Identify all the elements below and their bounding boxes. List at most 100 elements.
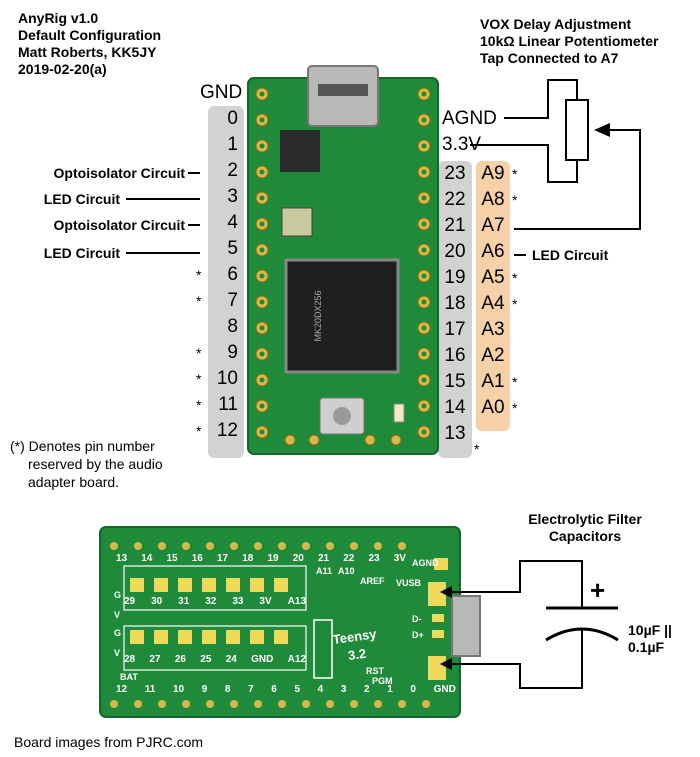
analog-pin: A8 bbox=[481, 189, 505, 210]
misc-label: D+ bbox=[412, 630, 424, 640]
pin-number: 0 bbox=[227, 108, 238, 129]
edge-label: 0 bbox=[410, 684, 416, 695]
capacitor-value: 10µF || 0.1µF bbox=[628, 622, 672, 656]
pin-number: 1 bbox=[227, 134, 238, 155]
pad-label: 29 bbox=[124, 596, 136, 607]
reserved-marker bbox=[196, 158, 208, 184]
onboard-led bbox=[393, 403, 405, 423]
teensy-front-board: MK20DX256 bbox=[247, 65, 439, 455]
edge-label: 1 bbox=[387, 684, 393, 695]
misc-label: G bbox=[114, 590, 122, 600]
edge-label: 12 bbox=[116, 684, 128, 695]
reserved-marker bbox=[196, 236, 208, 262]
reserved-marker: * bbox=[512, 270, 518, 286]
cap-arrow bbox=[440, 586, 452, 598]
reserved-marker: * bbox=[512, 192, 518, 208]
pad-label: 25 bbox=[200, 654, 212, 665]
footnote-line: (*) Denotes pin number bbox=[10, 438, 155, 454]
capacitor-title-line: Electrolytic Filter bbox=[528, 511, 642, 527]
footnote-line: adapter board. bbox=[28, 474, 120, 490]
edge-label: 18 bbox=[242, 553, 254, 564]
capacitor-value-line: 0.1µF bbox=[628, 639, 665, 655]
capacitor-schematic bbox=[450, 560, 619, 689]
analog-pin: A0 bbox=[481, 397, 505, 418]
pad-label: 24 bbox=[225, 654, 237, 665]
pad-label: GND bbox=[251, 654, 274, 665]
pad-label: 28 bbox=[124, 654, 136, 665]
reserved-marker: * bbox=[196, 293, 202, 309]
reserved-marker bbox=[196, 314, 208, 340]
pin-number: 17 bbox=[444, 319, 466, 340]
misc-label: RST bbox=[366, 666, 384, 676]
edge-label: 23 bbox=[368, 553, 380, 564]
analog-pin: A3 bbox=[481, 319, 505, 340]
analog-pin: A6 bbox=[481, 241, 505, 262]
analog-pin-strip bbox=[476, 161, 510, 431]
reserved-marker bbox=[196, 106, 208, 132]
capacitor-title-line: Capacitors bbox=[548, 528, 622, 544]
misc-label: AGND bbox=[412, 558, 439, 568]
edge-label: 16 bbox=[191, 553, 203, 564]
left-star-column: * * * * * * bbox=[196, 106, 208, 444]
reserved-marker: * bbox=[196, 345, 202, 361]
capacitor-value-line: 10µF || bbox=[628, 622, 672, 638]
plus-sign: + bbox=[590, 575, 606, 605]
footnote-line: reserved by the audio bbox=[28, 456, 163, 472]
edge-label: 9 bbox=[201, 684, 208, 695]
reserved-marker bbox=[196, 132, 208, 158]
analog-pin: A1 bbox=[481, 371, 505, 392]
teensy-brand: Teensy 3.2 bbox=[332, 625, 380, 667]
pin-number: 5 bbox=[227, 238, 238, 259]
back-bottom-edge: 12 11 10 9 8 7 6 5 4 3 2 1 0 GND bbox=[116, 684, 456, 695]
edge-label: 14 bbox=[141, 553, 153, 564]
reserved-marker: * bbox=[512, 296, 518, 312]
pin-number: 16 bbox=[444, 345, 466, 366]
left-pin-column: 0 1 2 3 4 5 6 7 8 9 10 11 12 bbox=[208, 106, 244, 444]
edge-label: 3 bbox=[340, 684, 347, 695]
reserved-marker bbox=[196, 184, 208, 210]
pin-number: 2 bbox=[227, 160, 238, 181]
circuit-label-pin5: LED Circuit bbox=[43, 245, 120, 261]
pad-label: 31 bbox=[178, 596, 190, 607]
back-row-bottom: 28 27 26 25 24 GND A12 bbox=[124, 654, 306, 665]
pad-label: 27 bbox=[149, 654, 161, 665]
pad-label: A13 bbox=[287, 596, 306, 607]
vox-line: VOX Delay Adjustment bbox=[480, 16, 632, 32]
pad-label: 33 bbox=[232, 596, 244, 607]
potentiometer-schematic bbox=[470, 79, 641, 230]
3v3-label: 3.3V bbox=[442, 134, 482, 155]
reserved-marker bbox=[512, 213, 524, 239]
pin-number: 7 bbox=[227, 290, 238, 311]
wiper-arrow bbox=[594, 123, 610, 137]
pin-number: 11 bbox=[218, 394, 238, 415]
title-block: AnyRig v1.0 Default Configuration Matt R… bbox=[18, 10, 218, 78]
analog-pin: A4 bbox=[481, 293, 505, 314]
reserved-marker: * bbox=[196, 423, 202, 439]
reserved-marker: * bbox=[512, 374, 518, 390]
usb-connector-back bbox=[451, 595, 481, 657]
reserved-marker: * bbox=[196, 267, 202, 283]
analog-pin: A2 bbox=[481, 345, 505, 366]
edge-label: 8 bbox=[224, 684, 231, 695]
title-line: AnyRig v1.0 bbox=[18, 10, 99, 26]
pin-number: 18 bbox=[444, 293, 466, 314]
reserved-marker: * bbox=[196, 371, 202, 387]
misc-label: PGM bbox=[372, 676, 393, 686]
crystal bbox=[281, 207, 313, 237]
pin-number: 23 bbox=[444, 163, 466, 184]
pin-number: 19 bbox=[444, 267, 466, 288]
pad-label: 26 bbox=[174, 654, 186, 665]
reserved-marker bbox=[512, 343, 524, 369]
pad-label: A12 bbox=[287, 654, 306, 665]
back-row-top: 29 30 31 32 33 3V A13 bbox=[124, 596, 306, 607]
edge-label: 22 bbox=[343, 553, 355, 564]
edge-label: 4 bbox=[317, 684, 324, 695]
cap-arrow bbox=[440, 658, 452, 670]
pad-label: 32 bbox=[205, 596, 217, 607]
edge-label: 13 bbox=[116, 553, 128, 564]
pad-label: 3V bbox=[259, 596, 272, 607]
reserved-marker: * bbox=[512, 400, 518, 416]
title-line: Matt Roberts, KK5JY bbox=[18, 44, 157, 60]
vox-line: 10kΩ Linear Potentiometer bbox=[480, 33, 659, 49]
